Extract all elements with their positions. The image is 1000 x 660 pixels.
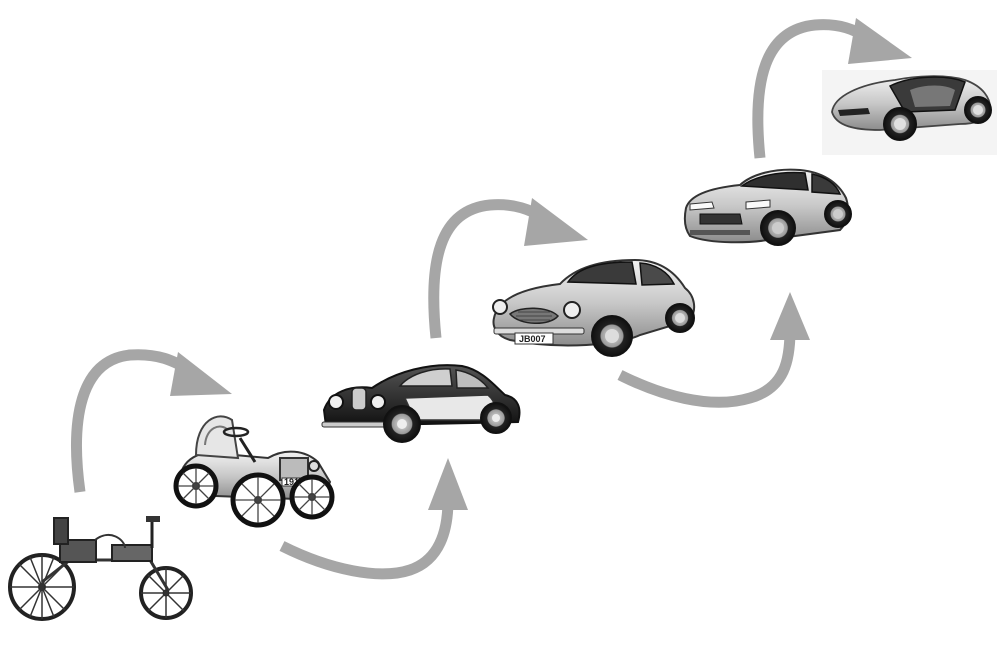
classic-coupe-icon [321,364,521,443]
grand-tourer-plate-label: JB007 [519,334,546,344]
grand-tourer-icon: JB007 [492,258,696,357]
arrow-4 [617,292,810,408]
arrow-5 [752,18,912,159]
arrow-3 [428,198,588,339]
veteran-plate-label: 1910 [284,477,304,487]
arrow-2 [279,458,468,580]
horseless-carriage-icon [8,516,193,621]
arrow-1 [71,349,232,493]
concept-car-icon [822,70,997,155]
veteran-car-icon: 1910 [173,415,335,528]
modern-sports-car-icon [683,168,852,246]
